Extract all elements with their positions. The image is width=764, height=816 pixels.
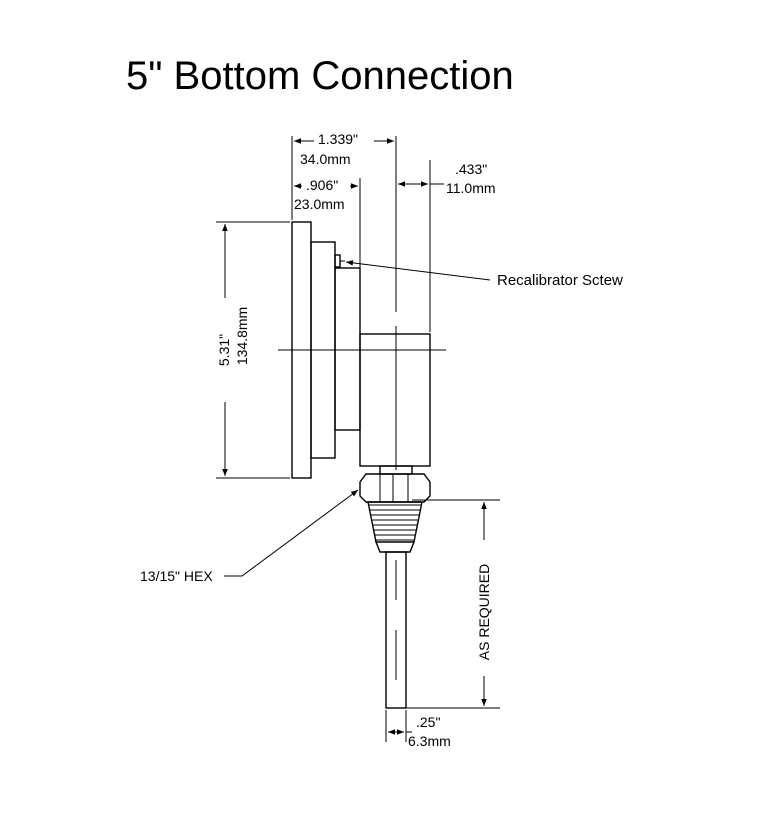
dim-stem-offset-in: .433" <box>455 161 487 177</box>
dim-case-depth-in: .906" <box>306 177 338 193</box>
dim-overall-depth-mm: 34.0mm <box>300 151 351 167</box>
dim-stem-offset: .433" 11.0mm <box>398 160 496 332</box>
dim-stem-diameter: .25" 6.3mm <box>385 710 451 749</box>
thread-body <box>367 501 423 543</box>
diagram-title: 5" Bottom Connection <box>126 54 514 98</box>
dim-height-in: 5.31" <box>216 334 232 366</box>
dim-case-depth-mm: 23.0mm <box>294 196 345 212</box>
stem <box>385 551 407 709</box>
callout-hex: 13/15" HEX <box>140 489 359 584</box>
dim-stem-length: AS REQUIRED <box>406 499 500 709</box>
dim-overall-depth: 1.339" 34.0mm <box>291 131 397 220</box>
gauge-body <box>278 142 446 479</box>
callout-recalibrator: Recalibrator Sctew <box>345 260 623 289</box>
dim-overall-depth-in: 1.339" <box>318 131 358 147</box>
hex-fitting <box>359 465 431 553</box>
dim-case-depth: .906" 23.0mm <box>294 177 361 332</box>
stem-tube <box>385 551 407 709</box>
callout-recalibrator-label: Recalibrator Sctew <box>497 272 623 289</box>
dim-height-mm: 134.8mm <box>234 307 250 365</box>
dim-stem-diameter-mm: 6.3mm <box>408 733 451 749</box>
dim-stem-offset-mm: 11.0mm <box>446 180 496 196</box>
dim-stem-diameter-in: .25" <box>416 714 440 730</box>
dim-stem-length-label: AS REQUIRED <box>476 564 492 660</box>
recalibrator-screw <box>334 254 341 268</box>
dim-height: 5.31" 134.8mm <box>216 221 290 479</box>
hex-nut <box>359 473 431 503</box>
callout-hex-label: 13/15" HEX <box>140 568 213 584</box>
stem-housing <box>359 333 431 467</box>
gauge-rear-case <box>334 267 361 431</box>
